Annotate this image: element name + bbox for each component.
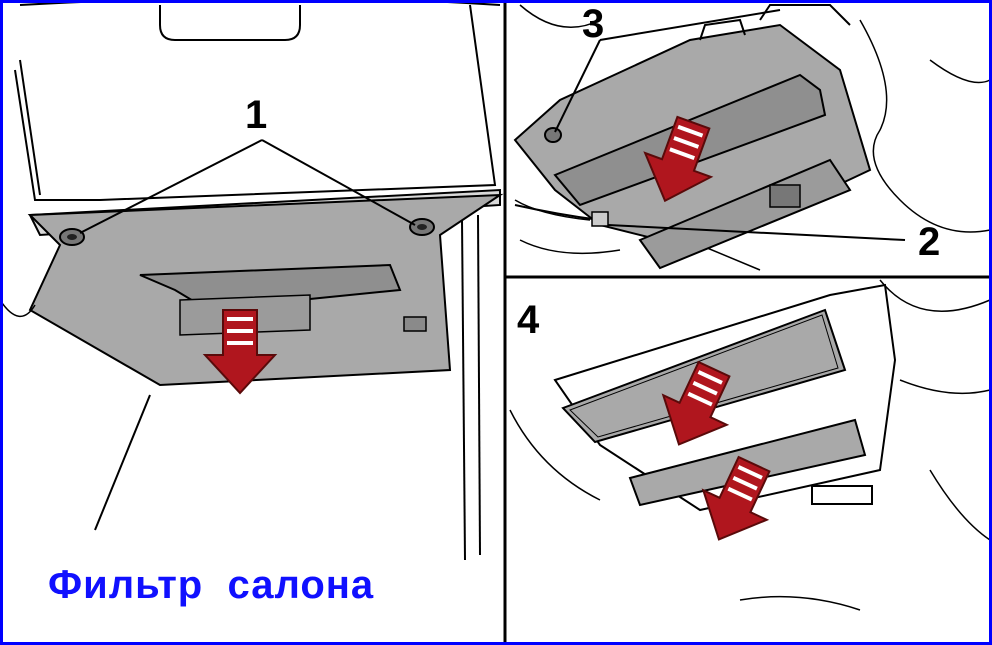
filter-removal-view — [509, 279, 991, 611]
callout-3: 3 — [582, 2, 605, 46]
filter-housing-view — [513, 4, 991, 271]
screw-right — [409, 218, 435, 236]
direction-arrow — [204, 309, 276, 394]
callout-2: 2 — [918, 220, 941, 264]
direction-arrow — [631, 109, 728, 214]
callout-1: 1 — [245, 93, 268, 137]
caption-cabin-filter: Фильтр салона — [48, 563, 375, 607]
glovebox-view — [0, 0, 504, 561]
screw-left — [59, 228, 85, 246]
direction-arrow — [686, 448, 787, 556]
callout-4: 4 — [517, 298, 540, 342]
direction-arrow — [646, 353, 747, 461]
